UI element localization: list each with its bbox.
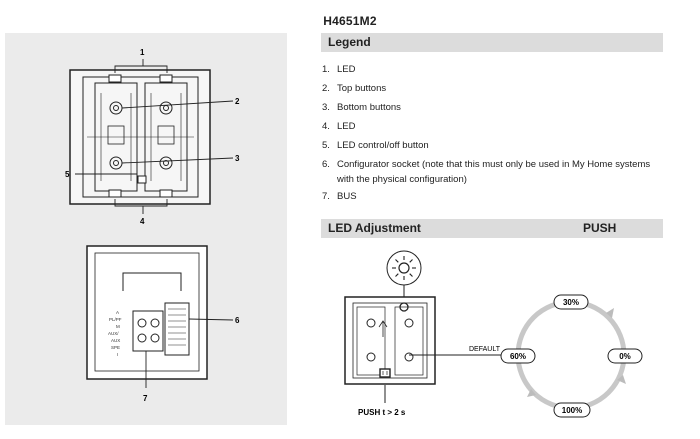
callout-4: 4 (140, 217, 145, 226)
led-adjustment-header: LED Adjustment PUSH (321, 219, 663, 238)
model-title: H4651M2 (323, 14, 377, 28)
push-caption: PUSH t > 2 s (358, 408, 406, 417)
terminal-label: SPE (111, 345, 120, 350)
callout-6: 6 (235, 316, 240, 325)
terminal-label: M (116, 324, 120, 329)
legend-header: Legend (321, 33, 663, 52)
legend-item: 6. Configurator socket (note that this mu… (322, 155, 667, 187)
cycle-arrows (527, 308, 626, 397)
legend-item-number: 6. (322, 159, 330, 170)
callout-5: 5 (65, 170, 70, 179)
terminal-label: A (116, 310, 119, 315)
legend-item-text: LED control/off button (337, 140, 429, 151)
brightness-icon (386, 250, 422, 301)
legend-item-text: Top buttons (337, 83, 387, 94)
back-callout-lines (145, 318, 234, 388)
level-pill-60: 60% (500, 348, 536, 364)
terminal-labels: A PL/PF M AUX/ AUX SPE I (108, 310, 122, 357)
legend-item-number: 3. (322, 102, 330, 113)
front-callout-lines (75, 59, 234, 214)
legend-item-number: 1. (322, 64, 330, 75)
terminal-label: AUX (111, 338, 120, 343)
back-view (86, 245, 208, 380)
legend-item: 2. Top buttons (322, 79, 667, 98)
legend-item: 1. LED (322, 60, 667, 79)
legend-item: 5. LED control/off button (322, 136, 667, 155)
level-label: 60% (510, 352, 526, 361)
callout-1: 1 (140, 48, 145, 57)
legend-list: 1. LED 2. Top buttons 3. Bottom buttons 4. L… (322, 60, 667, 206)
callout-3: 3 (235, 154, 240, 163)
default-label: DEFAULT (469, 346, 501, 353)
legend-item-text: Configurator socket (note that this must… (337, 159, 651, 185)
terminal-label: AUX/ (108, 331, 119, 336)
led-adjustment-title: LED Adjustment (328, 221, 421, 235)
level-pill-100: 100% (553, 402, 591, 418)
legend-item: 4. LED (322, 117, 667, 136)
legend-item-number: 5. (322, 140, 330, 151)
device-diagram-panel: 1 2 3 5 4 6 7 A PL/P (5, 33, 287, 425)
callout-7: 7 (143, 394, 148, 403)
level-pill-0: 0% (607, 348, 643, 364)
legend-item-text: Bottom buttons (337, 102, 401, 113)
terminal-label: I (117, 352, 118, 357)
legend-title: Legend (328, 35, 371, 49)
front-view (69, 69, 211, 205)
legend-item-number: 7. (322, 191, 330, 202)
device-diagram: 1 2 3 5 4 6 7 A PL/P (65, 48, 240, 403)
terminal-label: PL/PF (109, 317, 122, 322)
legend-item: 3. Bottom buttons (322, 98, 667, 117)
level-label: 0% (619, 352, 631, 361)
level-label: 100% (562, 406, 582, 415)
legend-item-text: LED (337, 64, 356, 75)
device-front-small (344, 296, 436, 403)
legend-item-number: 2. (322, 83, 330, 94)
legend-item: 7. BUS (322, 187, 667, 206)
led-adjustment-diagram: DEFAULT PUSH t > 2 s 30% 60% 0% 100% (344, 250, 643, 418)
callout-2: 2 (235, 97, 240, 106)
level-label: 30% (563, 298, 579, 307)
legend-item-number: 4. (322, 121, 330, 132)
legend-item-text: BUS (337, 191, 357, 202)
push-heading: PUSH (583, 221, 617, 235)
legend-item-text: LED (337, 121, 356, 132)
level-pill-30: 30% (553, 294, 589, 310)
